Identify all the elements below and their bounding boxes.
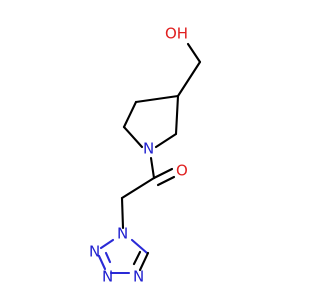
bond-c5-n1 xyxy=(122,125,144,149)
bond-carbonyl-o-2 xyxy=(156,175,176,187)
bond-carbonyl-o-1 xyxy=(152,167,174,180)
carbonyl-oxygen-label: O xyxy=(176,162,188,180)
bond-c2-n1 xyxy=(154,132,178,149)
tetrazole-n4-label: N xyxy=(133,268,144,286)
tetrazole-n2-label: N xyxy=(89,243,100,261)
bond-c3-c2 xyxy=(174,94,180,136)
bond-n1-n2 xyxy=(99,238,115,250)
bond-c5-n4-1 xyxy=(138,251,150,272)
bond-n1-carbonyl xyxy=(149,156,156,180)
bond-n2-n3-2 xyxy=(104,251,112,264)
bond-ch2-tetrazole-n xyxy=(120,196,125,230)
tetrazole-n1-label: N xyxy=(117,225,128,243)
bond-c5-n4-2 xyxy=(132,250,142,266)
bond-c3-ch2 xyxy=(176,60,202,98)
bond-c3-c4 xyxy=(134,94,180,104)
bond-ch2-oh xyxy=(186,42,202,64)
pyrrolidine-nitrogen-label: N xyxy=(143,140,154,158)
bond-carbonyl-ch2 xyxy=(120,176,156,200)
molecule-structure: OH N O N N N N xyxy=(89,25,202,286)
bond-n2-n3-1 xyxy=(97,254,107,271)
tetrazole-n3-label: N xyxy=(102,268,113,286)
hydroxyl-label: OH xyxy=(165,25,188,43)
bond-n1-c5 xyxy=(130,238,149,255)
bond-c4-c5 xyxy=(122,100,138,129)
